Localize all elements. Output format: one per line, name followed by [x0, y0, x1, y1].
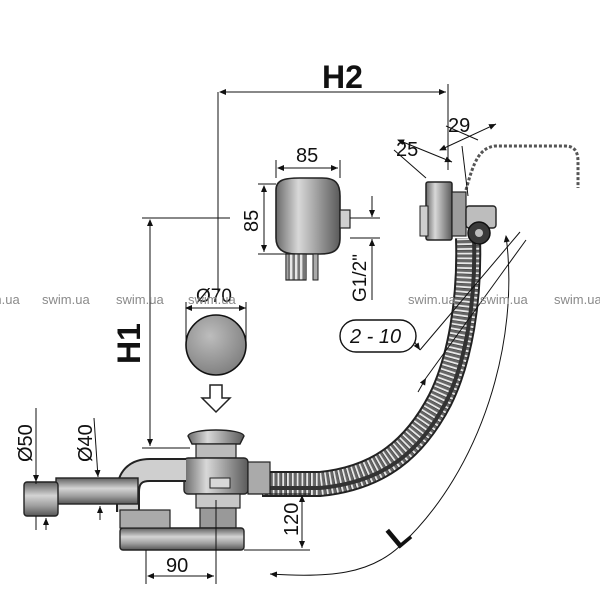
siphon-outlet: [23, 458, 186, 529]
watermark-text: swim.ua: [480, 292, 528, 307]
dim-l: L: [379, 515, 417, 555]
watermark-text: swim.ua: [554, 292, 600, 307]
dim-h2: H2: [322, 59, 363, 95]
watermark-text: swim.ua: [188, 292, 236, 307]
dim-d40: Ø40: [75, 424, 97, 462]
overflow-head: [275, 177, 351, 281]
bowden-cable: [464, 144, 580, 191]
watermark-text: swim.ua: [0, 292, 20, 307]
dim-120: 120: [281, 503, 303, 536]
overflow-assembly: [419, 181, 497, 245]
range-bubble: [339, 319, 417, 353]
dim-85-height: 85: [241, 210, 263, 232]
watermark-text: swim.ua: [42, 292, 90, 307]
dim-d50: Ø50: [15, 424, 37, 462]
dim-29: 29: [448, 115, 470, 137]
down-arrow-icon: [200, 384, 232, 414]
drain-body: [119, 429, 271, 551]
dim-g12: G1/2": [350, 254, 371, 302]
plug-cap: [185, 314, 247, 376]
watermark-row: swim.ua swim.ua swim.ua swim.ua swim.ua …: [0, 292, 600, 307]
watermark-text: swim.ua: [408, 292, 456, 307]
dim-h1: H1: [111, 323, 147, 364]
dim-90: 90: [166, 555, 188, 577]
dim-range: 2 - 10: [349, 326, 401, 348]
dim-25: 25: [396, 139, 418, 161]
dimension-lines: [33, 84, 527, 584]
dim-d70: Ø70: [196, 286, 232, 307]
watermark-text: swim.ua: [116, 292, 164, 307]
dim-85-width: 85: [296, 145, 318, 167]
